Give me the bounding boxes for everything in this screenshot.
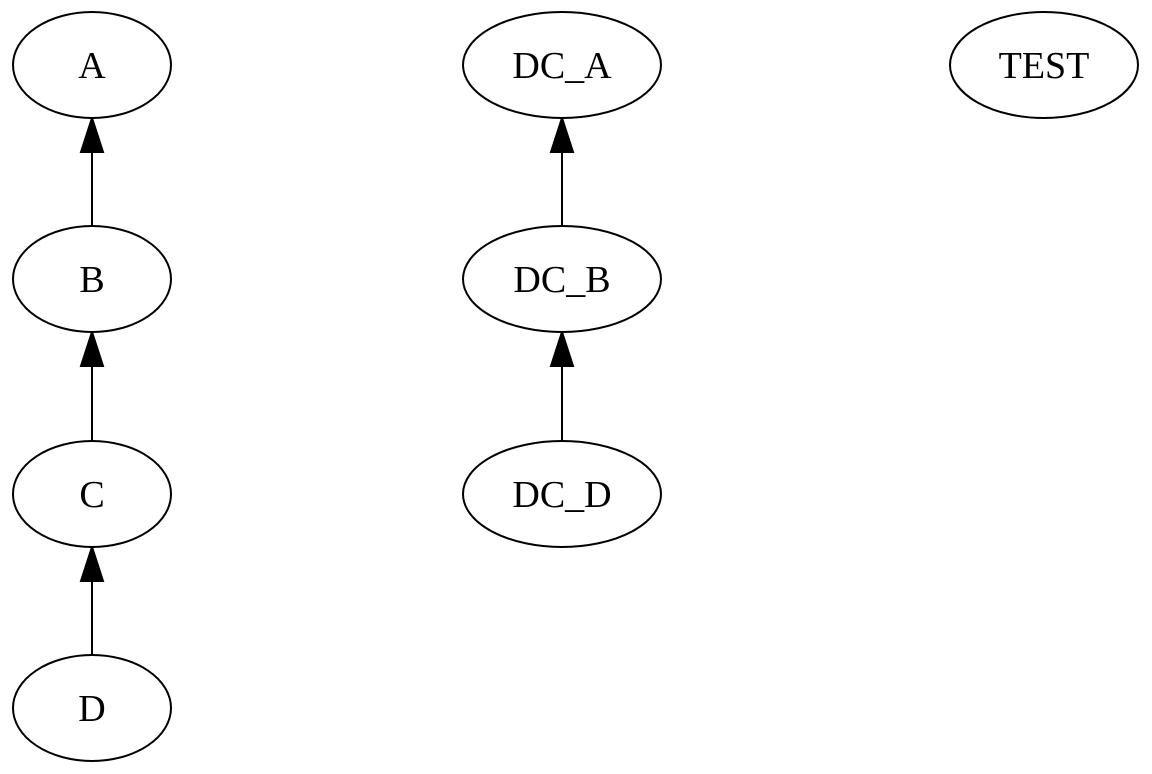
node-test-ellipse	[949, 11, 1139, 119]
node-c: C	[12, 440, 172, 548]
node-a-ellipse	[12, 11, 172, 119]
edge-b-to-a	[79, 114, 105, 226]
arrowhead-icon	[79, 328, 105, 367]
node-b: B	[12, 225, 172, 333]
arrowhead-icon	[549, 114, 575, 153]
node-dc-a-label: DC_A	[512, 45, 612, 87]
node-dc-a-ellipse	[462, 11, 662, 119]
nodes-layer: A B C D DC_A DC_B DC_D TEST	[12, 11, 1139, 762]
node-a-label: A	[78, 45, 106, 87]
node-dc-d: DC_D	[462, 440, 662, 548]
node-c-label: C	[79, 474, 104, 516]
node-dc-b: DC_B	[462, 225, 662, 333]
node-b-label: B	[79, 259, 104, 301]
node-c-ellipse	[12, 440, 172, 548]
edge-c-to-b	[79, 328, 105, 441]
node-dc-a: DC_A	[462, 11, 662, 119]
node-d-ellipse	[12, 654, 172, 762]
node-d: D	[12, 654, 172, 762]
arrowhead-icon	[79, 114, 105, 153]
node-test-label: TEST	[999, 45, 1090, 87]
arrowhead-icon	[549, 328, 575, 367]
node-dc-d-ellipse	[462, 440, 662, 548]
edge-dc-d-to-dc-b	[549, 328, 575, 441]
node-b-ellipse	[12, 225, 172, 333]
edge-dc-b-to-dc-a	[549, 114, 575, 226]
node-dc-b-label: DC_B	[513, 259, 610, 301]
node-dc-d-label: DC_D	[512, 474, 611, 516]
arrowhead-icon	[79, 543, 105, 582]
node-dc-b-ellipse	[462, 225, 662, 333]
edges-layer	[79, 114, 575, 655]
edge-d-to-c	[79, 543, 105, 655]
node-a: A	[12, 11, 172, 119]
node-test: TEST	[949, 11, 1139, 119]
node-d-label: D	[78, 688, 105, 730]
